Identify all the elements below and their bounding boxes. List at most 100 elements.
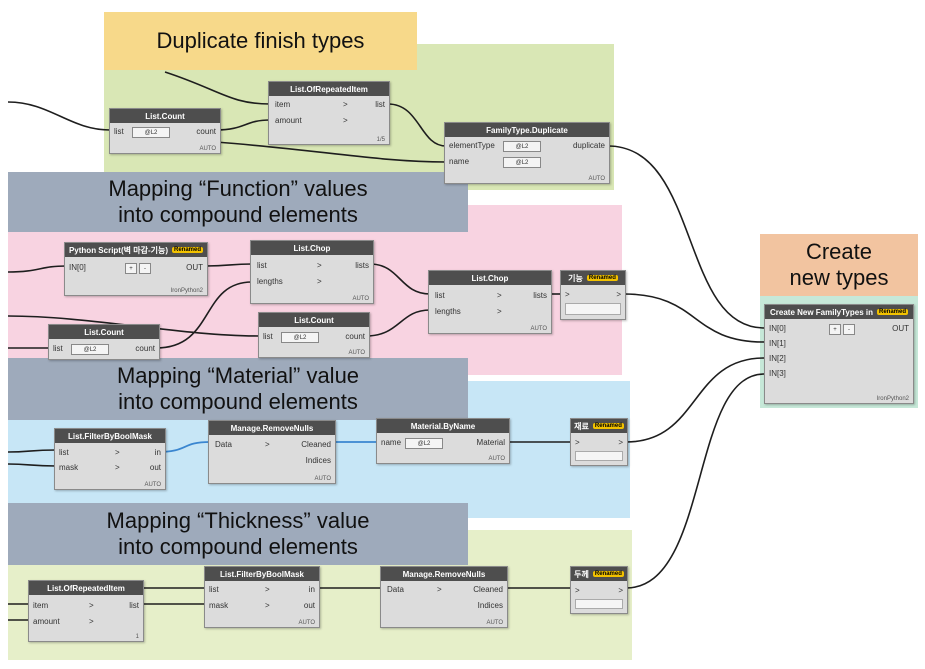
- port-in-list[interactable]: list: [257, 261, 267, 270]
- node-watch-function[interactable]: 기능 Renamed > >: [560, 270, 626, 320]
- add-input-button[interactable]: +: [829, 324, 841, 335]
- port-out-indices[interactable]: Indices: [305, 456, 331, 465]
- port-out-list[interactable]: list: [375, 100, 385, 109]
- port-in-item[interactable]: item: [275, 100, 291, 109]
- node-filter-by-bool-mask-2[interactable]: List.FilterByBoolMask list > mask > in o…: [204, 566, 320, 628]
- level-spinner-2[interactable]: @L2: [503, 157, 541, 168]
- port-out-in[interactable]: in: [308, 585, 315, 594]
- node-material-byname[interactable]: Material.ByName name @L2 Material AUTO: [376, 418, 510, 464]
- node-create-new-familytypes[interactable]: Create New FamilyTypes in Renamed IN[0] …: [764, 304, 914, 404]
- remove-input-button[interactable]: -: [843, 324, 855, 335]
- port-in-amount[interactable]: amount: [33, 617, 60, 626]
- port-out[interactable]: OUT: [186, 263, 203, 272]
- wire-count-to-amount: [215, 119, 271, 131]
- port-out-count[interactable]: count: [196, 127, 216, 136]
- port-out[interactable]: >: [616, 290, 621, 299]
- port-out-out[interactable]: out: [149, 463, 161, 472]
- port-in-list[interactable]: list: [263, 332, 273, 341]
- port-in-1[interactable]: IN[1]: [769, 339, 786, 348]
- thickness-group-title: Mapping “Thickness” value into compound …: [8, 503, 468, 565]
- port-in-mask[interactable]: mask: [59, 463, 79, 472]
- port-out-cleaned[interactable]: Cleaned: [473, 585, 503, 594]
- node-list-count-3[interactable]: List.Count list @L2 count AUTO: [258, 312, 370, 358]
- port-in-amount[interactable]: amount: [275, 116, 302, 125]
- port-out[interactable]: OUT: [892, 324, 909, 333]
- port-out-cleaned[interactable]: Cleaned: [301, 440, 331, 449]
- wire-in-offscreen-2: [7, 265, 67, 273]
- node-footer: AUTO: [488, 456, 505, 462]
- node-footer: IronPython2: [170, 288, 203, 294]
- port-in-lengths[interactable]: lengths: [257, 277, 283, 286]
- node-title: FamilyType.Duplicate: [445, 123, 609, 137]
- port-in-list[interactable]: list: [435, 291, 445, 300]
- port-in-name[interactable]: name: [449, 157, 470, 166]
- node-footer: AUTO: [348, 350, 365, 356]
- node-remove-nulls-2[interactable]: Manage.RemoveNulls Data > Cleaned Indice…: [380, 566, 508, 628]
- port-out-count[interactable]: count: [135, 344, 155, 353]
- port-out-list[interactable]: list: [129, 601, 139, 610]
- port-in-data[interactable]: Data: [387, 585, 404, 594]
- port-in[interactable]: >: [575, 438, 580, 447]
- wire-count-to-lengths: [155, 281, 253, 349]
- port-out-out[interactable]: out: [303, 601, 315, 610]
- port-in-0[interactable]: IN[0]: [769, 324, 786, 333]
- level-spinner[interactable]: @L2: [281, 332, 319, 343]
- node-title: List.Chop: [251, 241, 373, 255]
- node-list-ofrepeateditem-2[interactable]: List.OfRepeatedItem item > amount > list…: [28, 580, 144, 642]
- port-in-list[interactable]: list: [59, 448, 69, 457]
- node-watch-thickness[interactable]: 두께 Renamed > >: [570, 566, 628, 614]
- port-in-data[interactable]: Data: [215, 440, 232, 449]
- node-list-chop-1[interactable]: List.Chop list > lengths > lists AUTO: [250, 240, 374, 304]
- port-in-0[interactable]: IN[0]: [69, 263, 86, 272]
- wire-count-to-name: [215, 141, 447, 163]
- node-familytype-duplicate[interactable]: FamilyType.Duplicate elementType @L2 nam…: [444, 122, 610, 184]
- port-out-in[interactable]: in: [154, 448, 161, 457]
- renamed-badge: Renamed: [592, 423, 624, 429]
- remove-input-button[interactable]: -: [139, 263, 151, 274]
- wire-in-offscreen-1: [7, 101, 111, 131]
- node-list-ofrepeateditem-1[interactable]: List.OfRepeatedItem item > amount > list…: [268, 81, 390, 145]
- port-in[interactable]: >: [565, 290, 570, 299]
- port-out-material[interactable]: Material: [476, 438, 505, 447]
- port-in-2[interactable]: IN[2]: [769, 354, 786, 363]
- port-in-elementtype[interactable]: elementType: [449, 141, 495, 150]
- port-out[interactable]: >: [618, 586, 623, 595]
- port-in-item[interactable]: item: [33, 601, 49, 610]
- create-title-line2: new types: [789, 265, 889, 290]
- node-footer: 1: [135, 634, 139, 640]
- arrow-lengths: >: [317, 277, 322, 286]
- port-in-list[interactable]: list: [53, 344, 63, 353]
- node-watch-material[interactable]: 재료 Renamed > >: [570, 418, 628, 466]
- add-input-button[interactable]: +: [125, 263, 137, 274]
- port-in-3[interactable]: IN[3]: [769, 369, 786, 378]
- node-list-count-1[interactable]: List.Count list @L2 count AUTO: [109, 108, 221, 154]
- arrow-mask: >: [265, 601, 270, 610]
- port-in[interactable]: >: [575, 586, 580, 595]
- port-in-list[interactable]: list: [209, 585, 219, 594]
- port-out-count[interactable]: count: [345, 332, 365, 341]
- node-remove-nulls-1[interactable]: Manage.RemoveNulls Data > Cleaned Indice…: [208, 420, 336, 484]
- port-in-lengths[interactable]: lengths: [435, 307, 461, 316]
- watch-display: [565, 303, 621, 315]
- level-spinner[interactable]: @L2: [71, 344, 109, 355]
- node-list-chop-2[interactable]: List.Chop list > lengths > lists AUTO: [428, 270, 552, 334]
- level-spinner[interactable]: @L2: [405, 438, 443, 449]
- port-out-lists[interactable]: lists: [533, 291, 547, 300]
- port-in-mask[interactable]: mask: [209, 601, 229, 610]
- port-out-indices[interactable]: Indices: [477, 601, 503, 610]
- level-spinner[interactable]: @L2: [132, 127, 170, 138]
- level-spinner-1[interactable]: @L2: [503, 141, 541, 152]
- node-filter-by-bool-mask-1[interactable]: List.FilterByBoolMask list > mask > in o…: [54, 428, 166, 490]
- node-python-script[interactable]: Python Script(벽 마감-기능) Renamed IN[0] + -…: [64, 242, 208, 296]
- node-footer: AUTO: [144, 482, 161, 488]
- port-out-lists[interactable]: lists: [355, 261, 369, 270]
- watch-display: [575, 451, 623, 461]
- wire-count3-to-lengths: [365, 309, 431, 337]
- port-in-list[interactable]: list: [114, 127, 124, 136]
- node-list-count-2[interactable]: List.Count list @L2 count: [48, 324, 160, 360]
- port-out[interactable]: >: [618, 438, 623, 447]
- port-in-name[interactable]: name: [381, 438, 402, 447]
- port-out-duplicate[interactable]: duplicate: [572, 141, 605, 150]
- node-title: List.FilterByBoolMask: [205, 567, 319, 581]
